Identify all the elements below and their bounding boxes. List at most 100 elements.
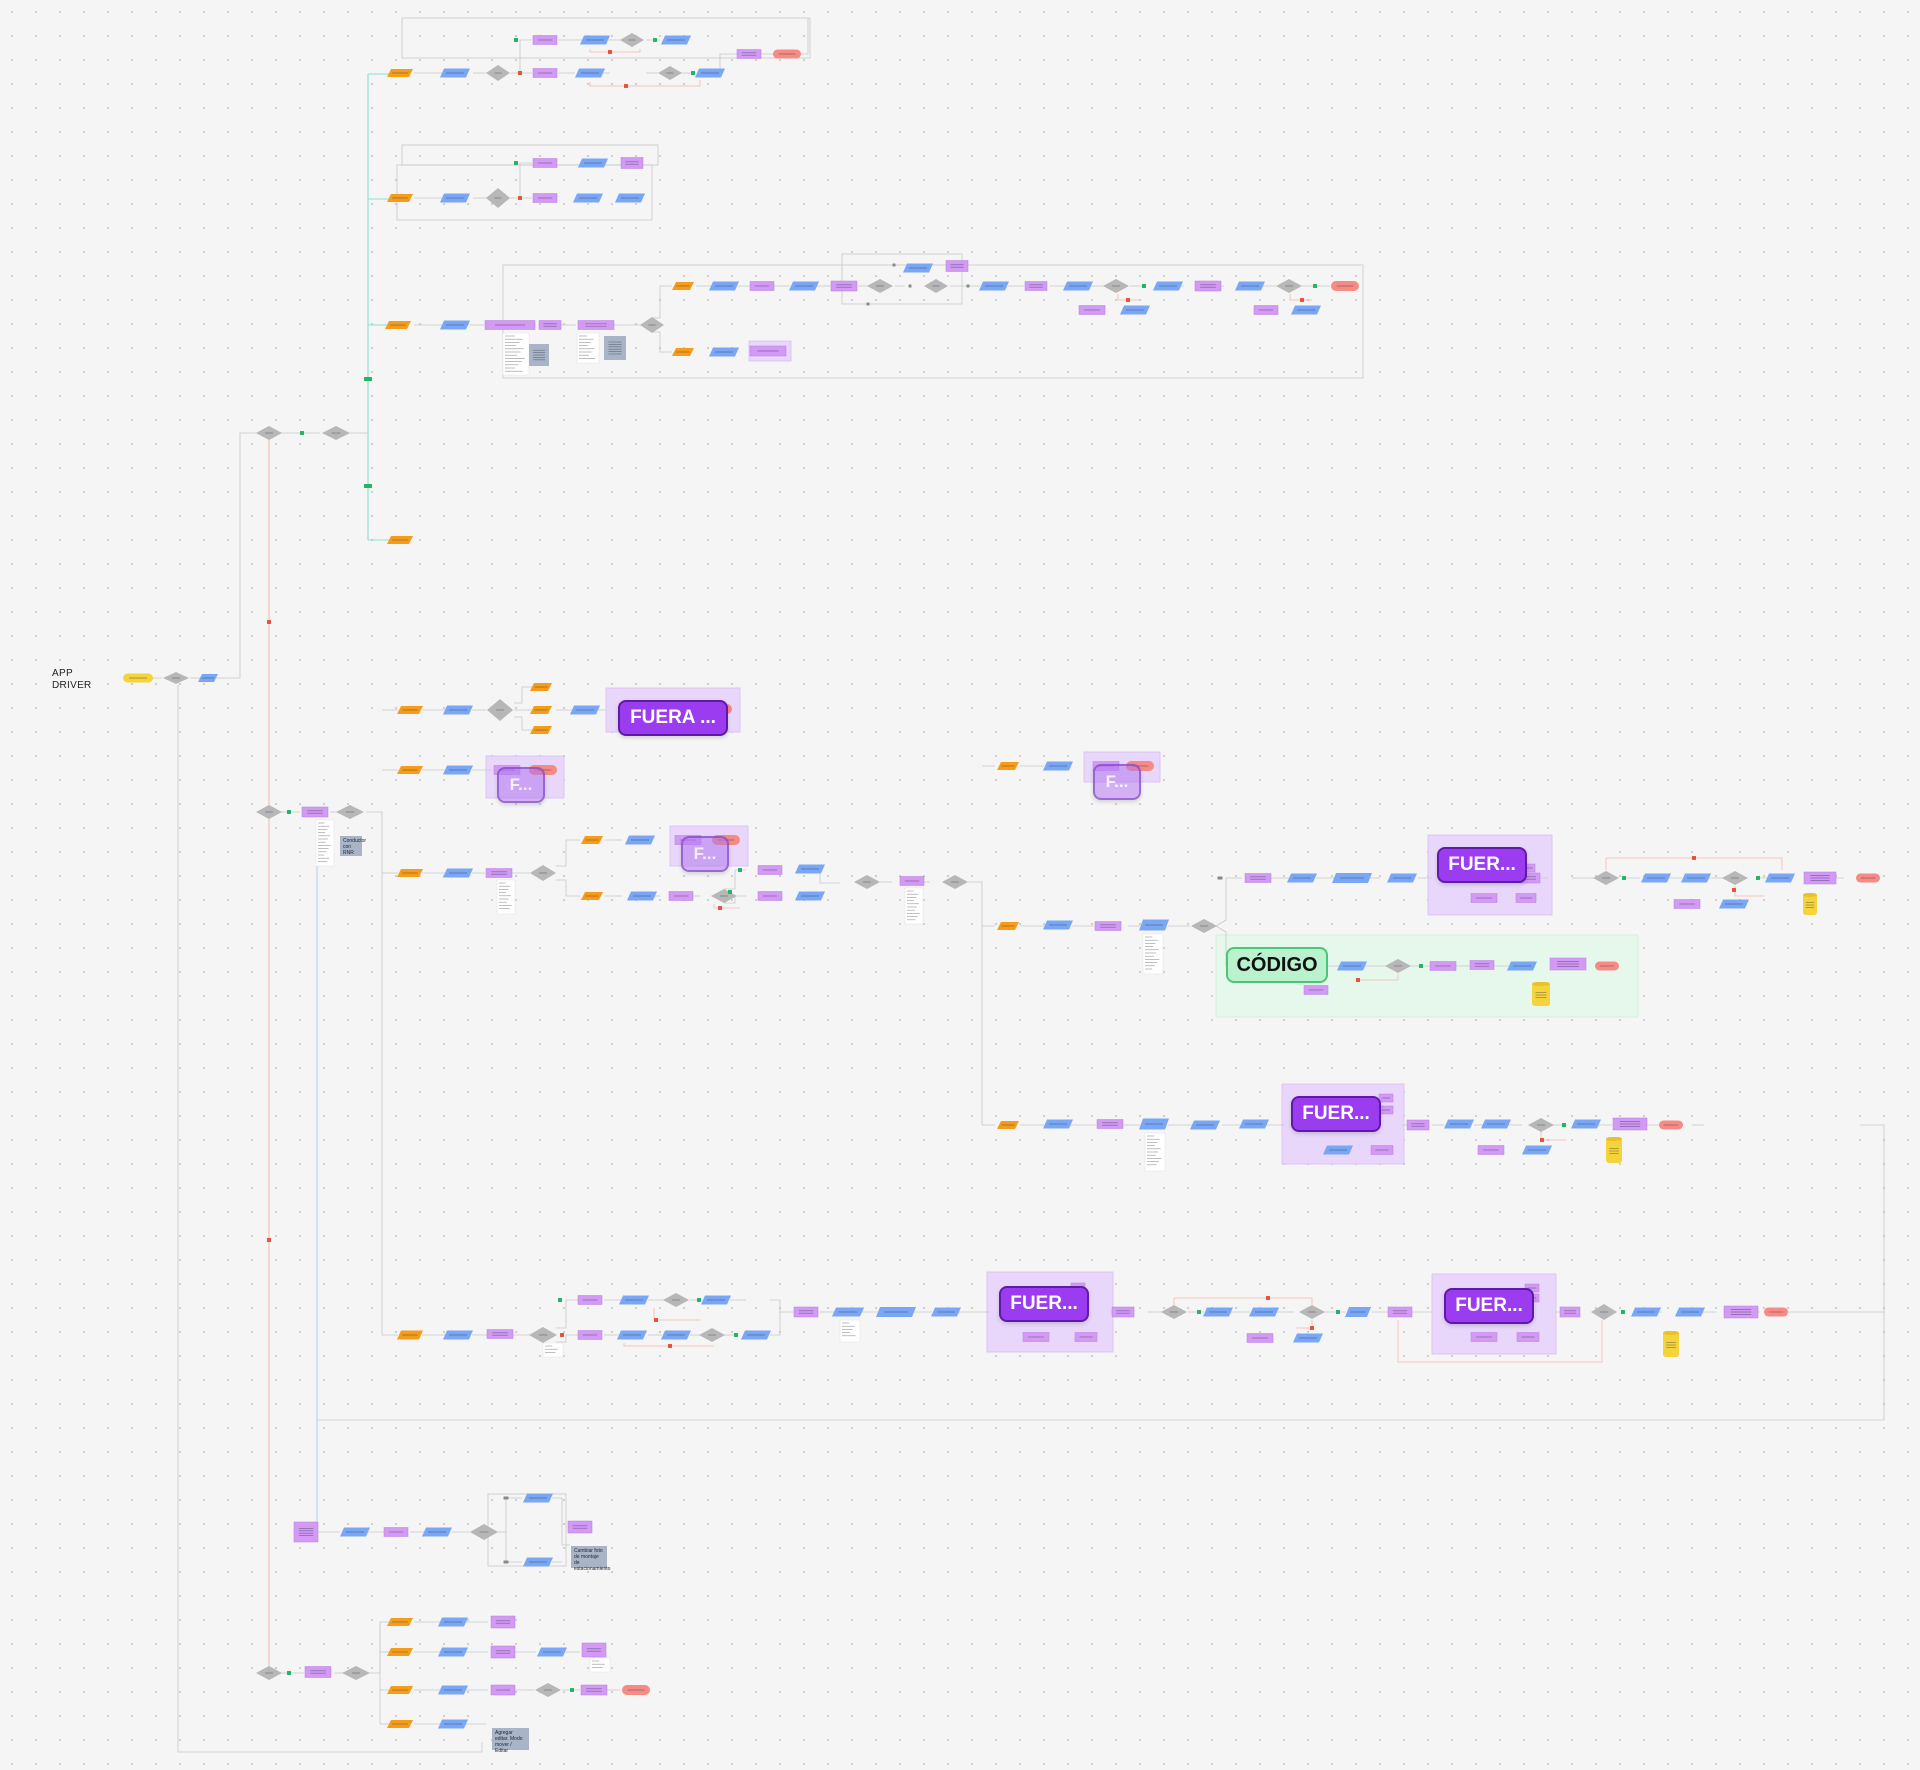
- connector-dot: [514, 161, 518, 165]
- text-note: [839, 1319, 861, 1343]
- io-parallelogram: [741, 1330, 771, 1340]
- database-top: [1606, 1137, 1622, 1141]
- io-parallelogram: [523, 1493, 553, 1503]
- database-cylinder: [1663, 1331, 1679, 1357]
- codigo-badge[interactable]: CÓDIGO: [1226, 947, 1328, 983]
- io-parallelogram: [523, 1557, 553, 1567]
- io-parallelogram: [1139, 919, 1169, 931]
- offpage-badge-1[interactable]: FUERA ...: [618, 700, 728, 736]
- io-parallelogram: [789, 281, 819, 291]
- connector-dot: [287, 1671, 291, 1675]
- io-parallelogram: [903, 263, 933, 273]
- diagram-title: APP DRIVER: [52, 668, 92, 692]
- connector: [514, 686, 532, 704]
- connector-dot: [718, 906, 722, 910]
- io-parallelogram: [661, 1330, 691, 1340]
- decision-diamond: [854, 875, 880, 889]
- decision-diamond: [640, 317, 664, 333]
- offpage-badge-5[interactable]: FUER...: [1437, 847, 1527, 883]
- io-parallelogram: [619, 1295, 649, 1305]
- connector-dot: [503, 1560, 509, 1564]
- decision-diamond: [620, 33, 644, 47]
- decision-diamond: [1385, 959, 1411, 973]
- io-parallelogram: [1120, 305, 1150, 315]
- connector: [589, 80, 701, 87]
- io-parallelogram: [1203, 1307, 1233, 1317]
- io-parallelogram: [440, 320, 470, 330]
- connector-dot: [267, 1238, 271, 1242]
- process-box: [1470, 1332, 1498, 1342]
- io-parallelogram: [695, 68, 725, 78]
- offpage-badge-2[interactable]: F...: [497, 767, 545, 803]
- decision-diamond: [1161, 1305, 1187, 1319]
- process-box: [301, 806, 329, 818]
- io-parallelogram: [795, 864, 825, 874]
- database-cylinder: [1803, 893, 1817, 915]
- process-box: [485, 868, 513, 878]
- start-parallelogram: [385, 321, 411, 329]
- connector-dot: [1419, 964, 1423, 968]
- process-box: [1723, 1305, 1759, 1319]
- io-parallelogram: [422, 1527, 452, 1537]
- connector-dot: [1217, 876, 1223, 880]
- connector: [623, 1343, 714, 1347]
- connector: [366, 811, 398, 1336]
- connector: [510, 162, 532, 199]
- process-box: [532, 158, 558, 168]
- connector: [713, 904, 740, 909]
- connector: [770, 1312, 781, 1336]
- loop-connector: [396, 164, 653, 221]
- connector: [305, 822, 318, 1541]
- offpage-badge-8[interactable]: FUER...: [1444, 1288, 1534, 1324]
- io-parallelogram: [440, 193, 470, 203]
- diagram-title-line-2: DRIVER: [52, 680, 92, 691]
- io-parallelogram: [709, 347, 739, 357]
- connector-dot: [570, 1688, 574, 1692]
- process-box: [581, 1642, 607, 1658]
- io-parallelogram: [979, 281, 1009, 291]
- connector-dot: [518, 71, 522, 75]
- flowchart-shapes: [123, 33, 1880, 1729]
- process-box: [1429, 961, 1457, 971]
- io-parallelogram: [1507, 961, 1537, 971]
- io-parallelogram: [625, 835, 655, 845]
- offpage-badge-7[interactable]: FUER...: [999, 1286, 1089, 1322]
- start-parallelogram: [397, 869, 423, 877]
- connector-dot: [1621, 1310, 1625, 1314]
- decision-diamond: [1593, 871, 1619, 885]
- start-parallelogram: [581, 892, 603, 900]
- text-note: [1142, 933, 1164, 975]
- end-terminal: [1856, 873, 1880, 883]
- connector: [653, 1308, 700, 1321]
- io-parallelogram: [1444, 1119, 1474, 1129]
- text-note: [315, 819, 335, 867]
- connector: [552, 1497, 570, 1546]
- offpage-badge-4[interactable]: F...: [1093, 764, 1141, 800]
- offpage-badge-3[interactable]: F...: [681, 836, 729, 872]
- text-note: [496, 879, 516, 915]
- io-parallelogram: [443, 765, 473, 775]
- io-parallelogram: [1323, 1145, 1353, 1155]
- decision-diamond: [1591, 1304, 1617, 1320]
- io-parallelogram: [1765, 873, 1795, 883]
- io-parallelogram: [1043, 920, 1073, 930]
- process-box: [899, 876, 925, 886]
- connector-dot: [966, 284, 970, 288]
- offpage-badge-6[interactable]: FUER...: [1291, 1096, 1381, 1132]
- io-parallelogram: [1287, 873, 1317, 883]
- io-parallelogram: [573, 193, 603, 203]
- process-box: [383, 1527, 409, 1537]
- connector: [556, 839, 580, 867]
- process-box: [1470, 893, 1498, 903]
- connector-dot: [1336, 1310, 1340, 1314]
- process-box: [620, 157, 644, 169]
- connector-dot: [608, 50, 612, 54]
- start-parallelogram: [397, 766, 423, 774]
- io-parallelogram: [1239, 1119, 1269, 1129]
- end-terminal: [1331, 281, 1359, 291]
- decision-diamond: [336, 805, 364, 819]
- end-terminal: [1595, 961, 1619, 971]
- decision-diamond: [1191, 919, 1217, 933]
- start-parallelogram: [530, 683, 552, 691]
